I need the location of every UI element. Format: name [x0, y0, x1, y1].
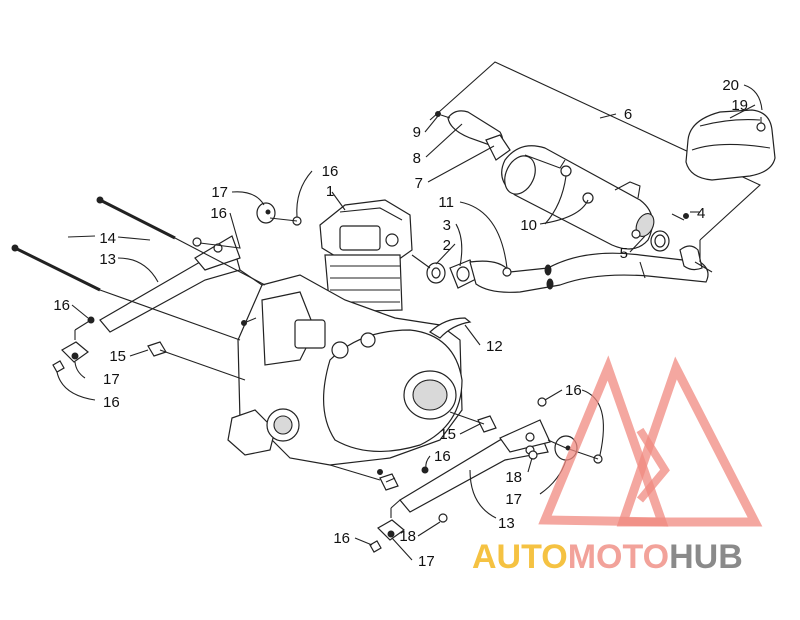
- right-mount-bracket: [399, 419, 551, 513]
- left-mount-bolts: [11, 196, 176, 292]
- callout-16-left: 16: [53, 297, 70, 314]
- callout-labels: 20 19 6 9 8 7 11 4 3 10 2 5 16 1 17 16 1…: [53, 77, 748, 570]
- callout-3: 3: [443, 217, 451, 234]
- callout-7: 7: [415, 175, 423, 192]
- callout-1: 1: [326, 183, 334, 200]
- callout-16-right-mid: 16: [434, 448, 451, 465]
- callout-20: 20: [722, 77, 739, 94]
- left-mount-bracket: [99, 235, 241, 333]
- left-isolator: [52, 316, 167, 373]
- exhaust-gaskets: [426, 213, 689, 289]
- callout-14: 14: [99, 230, 116, 247]
- upper-washers: [192, 202, 302, 247]
- watermark-hub: HUB: [669, 538, 743, 576]
- watermark-text: AUTOMOTOHUB: [472, 538, 743, 576]
- callout-12: 12: [486, 338, 503, 355]
- tail-pipe: [435, 110, 511, 161]
- callout-16-upper-left: 16: [210, 205, 227, 222]
- callout-16-lower: 16: [333, 530, 350, 547]
- muffler: [501, 145, 655, 250]
- callout-13-right: 13: [498, 515, 515, 532]
- callout-4: 4: [697, 205, 705, 222]
- callout-17-lower: 17: [418, 553, 435, 570]
- callout-16-right: 16: [565, 382, 582, 399]
- callout-15-right: 15: [439, 426, 456, 443]
- callout-17-upper: 17: [211, 184, 228, 201]
- callout-18-lower: 18: [399, 528, 416, 545]
- callout-17-left: 17: [103, 371, 120, 388]
- leader-lines: [56, 84, 763, 561]
- callout-19: 19: [731, 97, 748, 114]
- engine: [227, 199, 463, 475]
- callout-10: 10: [520, 217, 537, 234]
- callout-11: 11: [438, 194, 454, 211]
- heat-shield: [685, 109, 776, 181]
- exhaust-group-bracket: [429, 61, 761, 241]
- callout-13-left: 13: [99, 251, 116, 268]
- crankcase-hose: [429, 317, 472, 339]
- watermark-logo: [538, 355, 763, 527]
- callout-9: 9: [413, 124, 421, 141]
- callout-15-left: 15: [109, 348, 126, 365]
- watermark-auto: AUTO: [472, 538, 568, 576]
- callout-16-left-lower: 16: [103, 394, 120, 411]
- header-pipe: [469, 245, 713, 293]
- callout-18-right: 18: [505, 469, 522, 486]
- right-isolators: [379, 415, 497, 491]
- callout-16-upper: 16: [322, 163, 339, 180]
- callout-5: 5: [620, 245, 628, 262]
- callout-8: 8: [413, 150, 421, 167]
- callout-6: 6: [624, 106, 632, 123]
- callout-17-right: 17: [505, 491, 522, 508]
- callout-2: 2: [443, 237, 451, 254]
- watermark-moto: MOTO: [568, 538, 669, 576]
